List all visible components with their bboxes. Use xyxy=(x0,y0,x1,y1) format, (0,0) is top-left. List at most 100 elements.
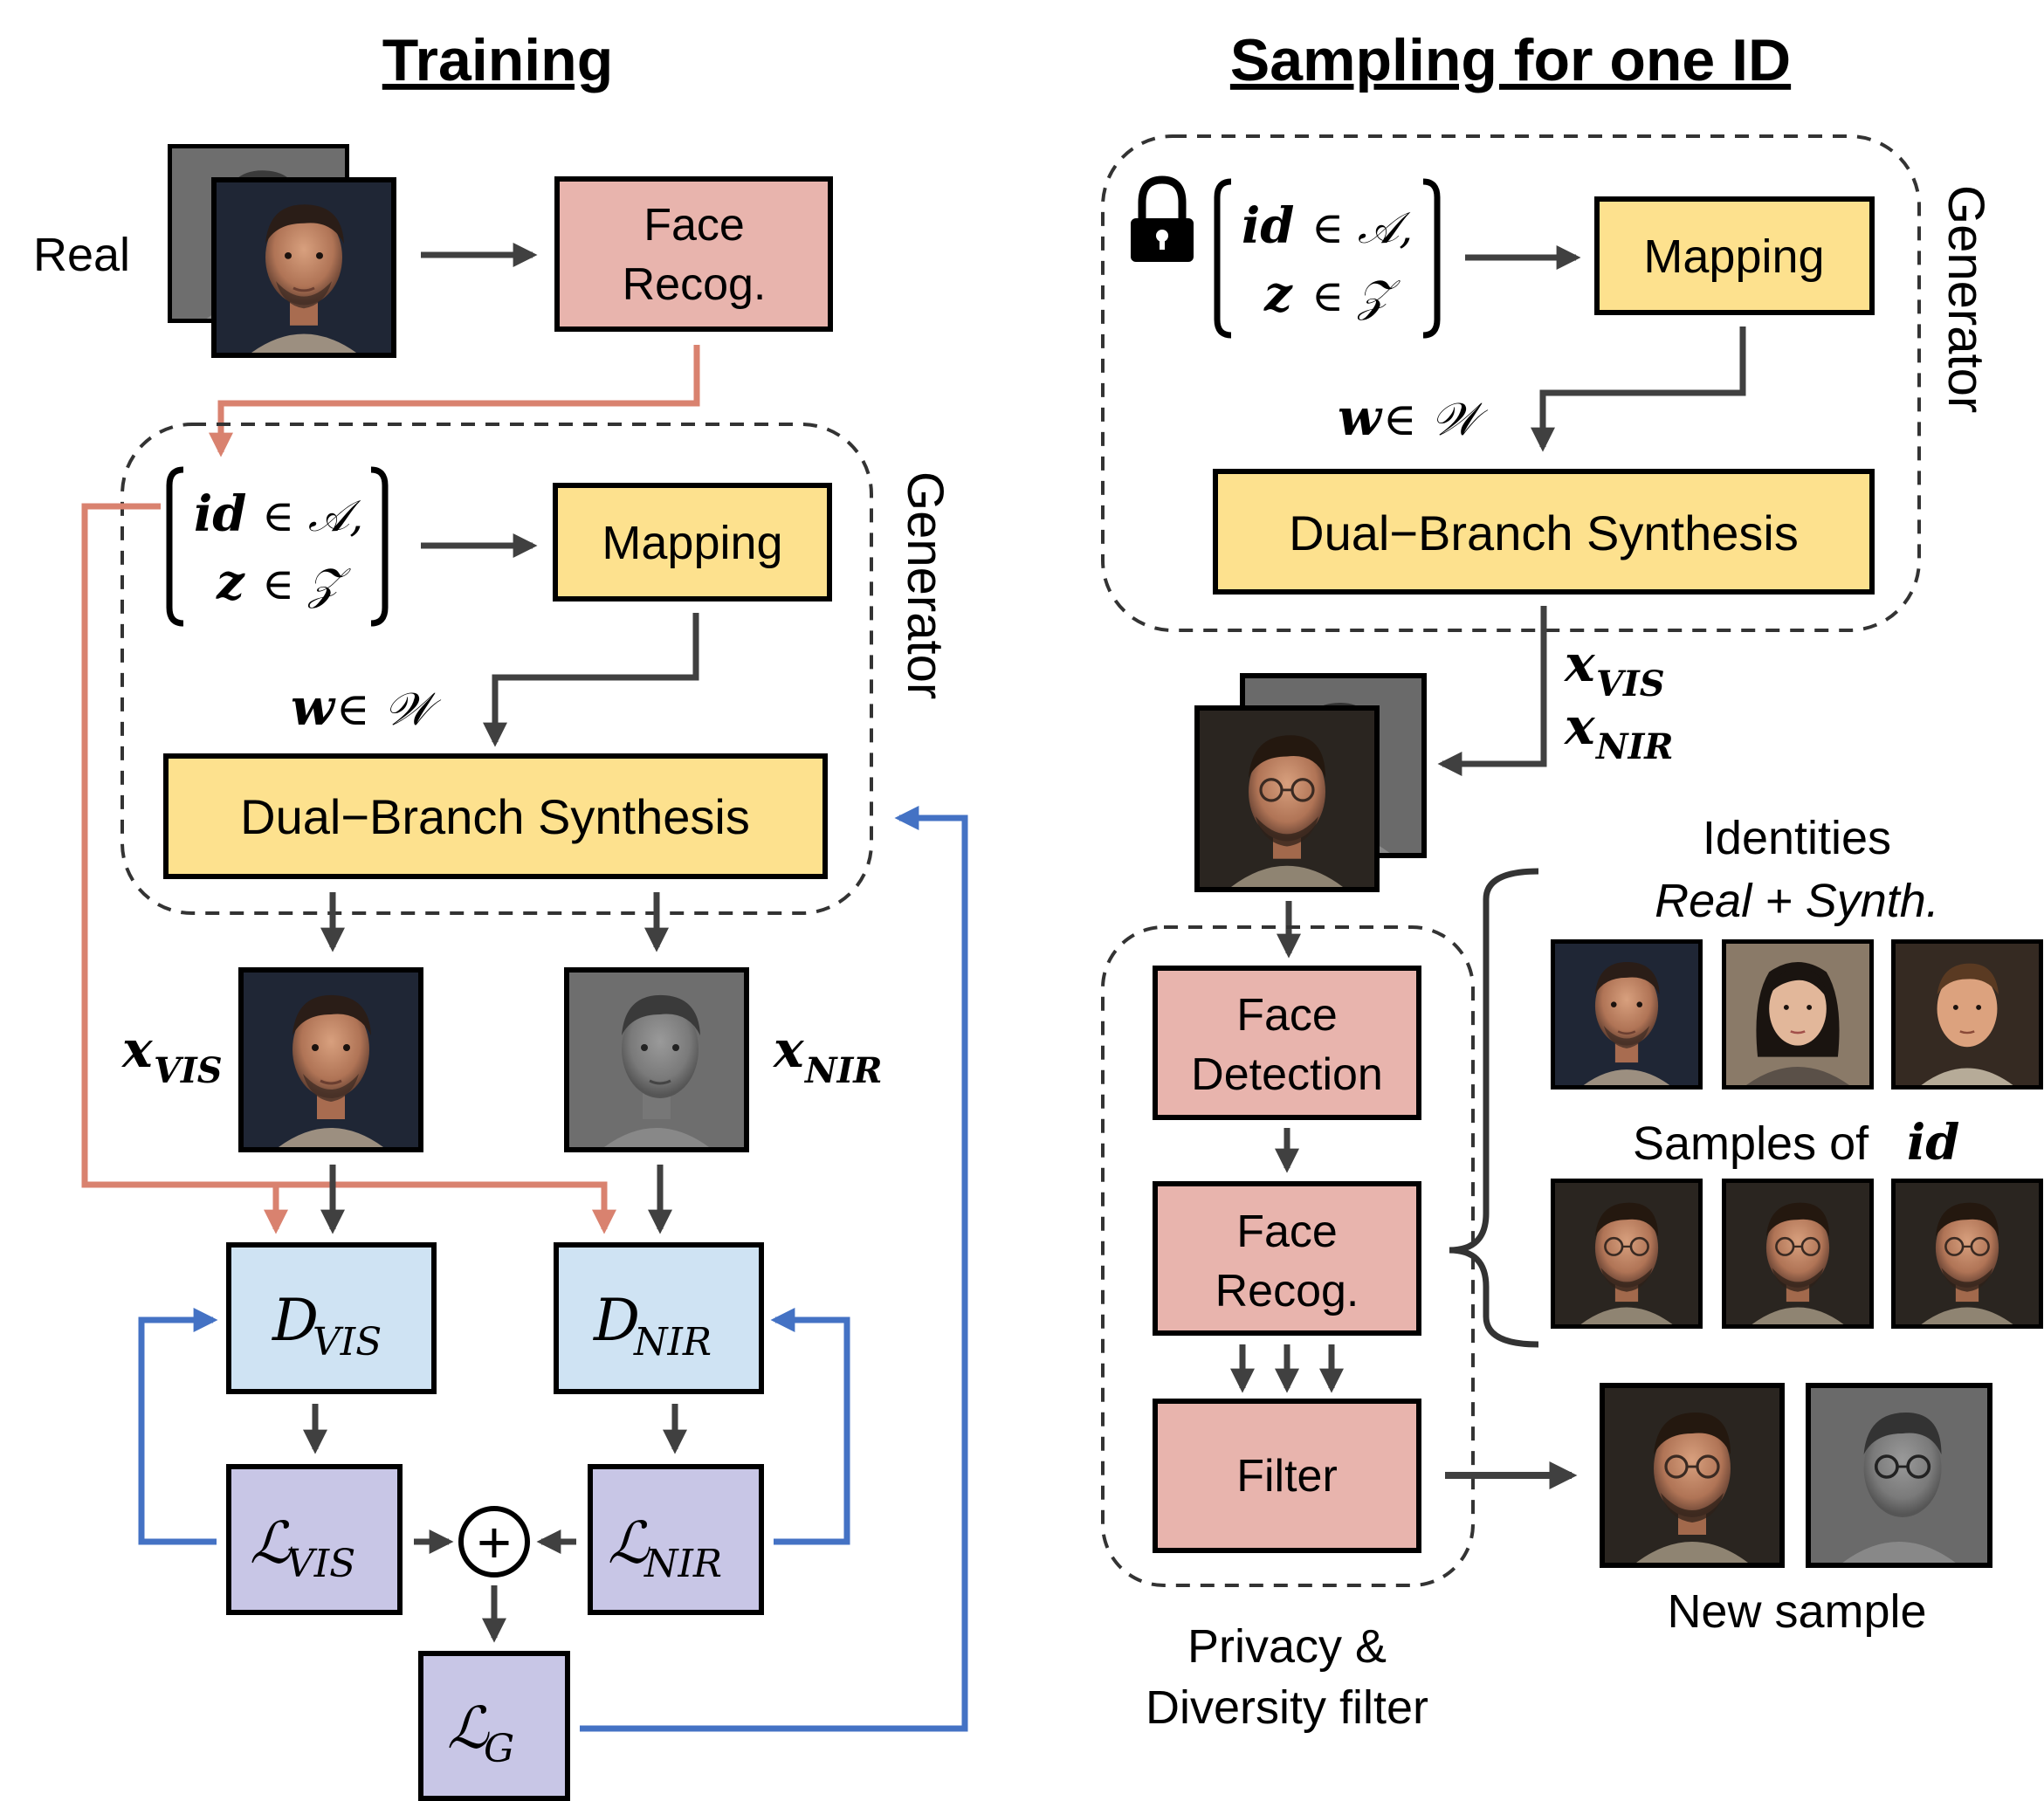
training-latent-vector: id ∈ 𝒜, z ∈ 𝒵 xyxy=(166,466,389,627)
face-detection-line1: Face xyxy=(1236,990,1338,1041)
arrow-sampling-mapping-to-synth xyxy=(1531,327,1746,452)
training-w-symbol: w xyxy=(291,677,336,737)
training-w-label: w ∈ 𝒲 xyxy=(291,677,442,737)
sampling-mapping-label: Mapping xyxy=(1643,230,1824,283)
sampling-w-space: ∈ 𝒲 xyxy=(1383,394,1489,446)
lg-sub: G xyxy=(484,1727,514,1771)
filter-label: Filter xyxy=(1236,1451,1338,1502)
training-title: Training xyxy=(382,27,613,93)
dnir-sub: NIR xyxy=(633,1320,712,1364)
dnir-symbol: D xyxy=(593,1287,640,1354)
training-face-recog-line1: Face xyxy=(643,200,745,251)
samples-of-text: Samples of xyxy=(1633,1117,1869,1170)
arrow-facerecog-to-latent xyxy=(209,345,700,457)
real-label: Real xyxy=(33,229,130,281)
new-sample-label: New sample xyxy=(1667,1585,1926,1638)
plus-circle-icon: + xyxy=(458,1506,530,1578)
training-latent-z: z xyxy=(216,553,245,611)
training-xnir-label: x NIR xyxy=(772,1020,883,1091)
sampling-generator-label: Generator xyxy=(1937,185,1994,413)
lnir-symbol: ℒ xyxy=(608,1509,650,1577)
xnir-photo xyxy=(564,967,749,1152)
arrow-lg-to-generator xyxy=(580,806,968,1732)
sampling-xvis-sub: VIS xyxy=(1596,663,1665,705)
identities-brace xyxy=(1449,868,1539,1348)
arrow-synth-to-output xyxy=(1437,606,1547,776)
identity-thumb-2 xyxy=(1722,939,1874,1090)
training-xvis-label: x VIS xyxy=(120,1020,223,1091)
sampling-face-recog-line1: Face xyxy=(1236,1206,1338,1257)
lg-symbol: ℒ xyxy=(447,1694,490,1762)
xvis-photo xyxy=(238,967,423,1152)
training-xvis-sub: VIS xyxy=(154,1050,223,1091)
dnir-box: D NIR xyxy=(554,1242,764,1394)
identity-thumb-1 xyxy=(1551,939,1703,1090)
lvis-box: ℒ VIS xyxy=(226,1464,403,1615)
new-sample-vis-photo xyxy=(1600,1383,1785,1568)
face-detection-line2: Detection xyxy=(1191,1049,1383,1100)
sampling-w-label: w ∈ 𝒲 xyxy=(1338,388,1489,447)
identity-thumb-3 xyxy=(1891,939,2043,1090)
sampling-xnir-symbol: x xyxy=(1563,697,1596,756)
training-xnir-sub: NIR xyxy=(803,1050,883,1091)
arrow-mapping-to-synthesis xyxy=(483,613,699,747)
sampling-xvis-label: x VIS xyxy=(1563,634,1665,705)
face-detection-box: Face Detection xyxy=(1153,966,1421,1120)
lnir-box: ℒ NIR xyxy=(588,1464,764,1615)
training-w-space: ∈ 𝒲 xyxy=(336,684,442,736)
sample-thumb-3 xyxy=(1891,1179,2043,1329)
identities-title: Identities xyxy=(1703,812,1891,864)
samples-of-id-label: Samples of id xyxy=(1633,1114,1959,1172)
sampling-latent-vector: id ∈ 𝒜, z ∈ 𝒵 xyxy=(1214,178,1441,339)
filter-caption-line2: Diversity filter xyxy=(1146,1681,1428,1734)
sampling-xnir-sub: NIR xyxy=(1594,726,1674,767)
new-sample-nir-photo xyxy=(1806,1383,1992,1568)
training-latent-id: id xyxy=(194,485,246,543)
training-generator-label: Generator xyxy=(897,471,953,699)
sampling-w-symbol: w xyxy=(1338,388,1383,447)
training-latent-id-space: ∈ 𝒜, xyxy=(262,491,363,541)
training-mapping-label: Mapping xyxy=(602,517,782,569)
sampling-title: Sampling for one ID xyxy=(1230,27,1791,93)
training-synthesis-box: Dual−Branch Synthesis xyxy=(163,753,828,879)
sampling-synthesis-box: Dual−Branch Synthesis xyxy=(1213,469,1875,595)
sampling-latent-z: z xyxy=(1263,265,1293,323)
sampling-xvis-symbol: x xyxy=(1563,634,1596,693)
sampling-xnir-label: x NIR xyxy=(1563,697,1674,767)
plus-symbol: + xyxy=(477,1509,512,1576)
sampling-mapping-box: Mapping xyxy=(1594,196,1875,315)
arrow-lnir-to-dnir xyxy=(770,1308,850,1545)
dvis-symbol: D xyxy=(272,1287,319,1354)
filter-box: Filter xyxy=(1153,1399,1421,1553)
sampling-synthesis-label: Dual−Branch Synthesis xyxy=(1289,505,1799,560)
lg-box: ℒ G xyxy=(418,1651,570,1801)
lock-icon xyxy=(1131,175,1194,262)
lvis-symbol: ℒ xyxy=(250,1509,292,1577)
training-face-recog-line2: Recog. xyxy=(623,259,767,310)
dvis-box: D VIS xyxy=(226,1242,437,1394)
sampling-face-recog-box: Face Recog. xyxy=(1153,1181,1421,1336)
sampling-face-recog-line2: Recog. xyxy=(1215,1266,1359,1316)
dvis-sub: VIS xyxy=(313,1320,382,1364)
lnir-sub: NIR xyxy=(643,1542,722,1586)
samples-of-id-symbol: id xyxy=(1907,1114,1959,1172)
sample-thumb-1 xyxy=(1551,1179,1703,1329)
training-face-recog-box: Face Recog. xyxy=(554,176,833,332)
sampling-latent-z-space: ∈ 𝒵 xyxy=(1311,271,1401,321)
training-synthesis-label: Dual−Branch Synthesis xyxy=(240,789,750,844)
sampling-latent-id-space: ∈ 𝒜, xyxy=(1311,203,1413,253)
identities-subtitle: Real + Synth. xyxy=(1655,875,1939,927)
generated-vis-photo xyxy=(1194,705,1380,892)
training-xnir-symbol: x xyxy=(772,1020,805,1079)
sample-thumb-2 xyxy=(1722,1179,1874,1329)
sampling-generator-region xyxy=(1101,134,1921,632)
sampling-latent-id: id xyxy=(1242,197,1294,255)
training-latent-z-space: ∈ 𝒵 xyxy=(262,559,352,609)
filter-caption-line1: Privacy & xyxy=(1187,1620,1387,1673)
arrow-id-to-discriminators xyxy=(81,503,616,1234)
training-generator-region xyxy=(120,423,873,915)
training-xvis-symbol: x xyxy=(120,1020,154,1079)
training-mapping-box: Mapping xyxy=(553,483,832,601)
real-vis-photo xyxy=(211,177,396,358)
